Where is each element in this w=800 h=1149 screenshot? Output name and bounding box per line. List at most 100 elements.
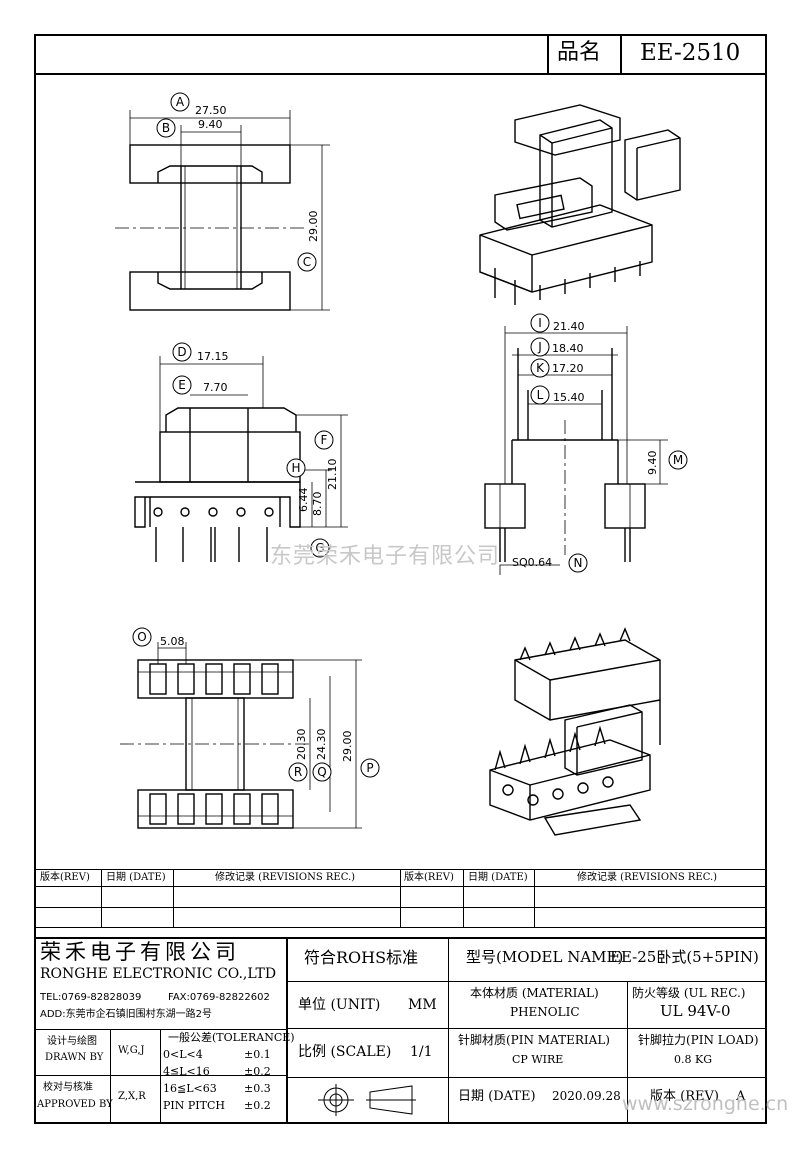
callout-B: B	[156, 118, 176, 138]
titleblock-top-line	[34, 937, 767, 939]
svg-text:N: N	[574, 556, 583, 570]
watermark-corner: www.szronghe.cn	[622, 1093, 789, 1115]
dim-Q-value: 24.30	[315, 729, 328, 761]
drawn-label-en: DRAWN BY	[45, 1052, 104, 1063]
view-front	[134, 356, 348, 562]
callout-F: F	[314, 430, 334, 450]
drawn-label-cn: 设计与绘图	[47, 1036, 97, 1047]
dim-P-value: 29.00	[341, 731, 354, 763]
tb-line-2	[286, 1028, 767, 1029]
callout-H: H	[286, 458, 306, 478]
pin-load-label: 针脚拉力(PIN LOAD)	[638, 1033, 759, 1047]
approved-label-en: APPROVED BY	[37, 1099, 113, 1110]
dim-I-value: 21.40	[553, 320, 585, 333]
dim-K-value: 17.20	[552, 362, 584, 375]
callout-M: M	[668, 450, 688, 470]
company-address: ADD:东莞市企石镇旧围村东湖一路2号	[40, 1009, 212, 1020]
record-header-right: 修改记录 (REVISIONS REC.)	[577, 872, 718, 883]
unit-label: 单位 (UNIT)	[298, 997, 381, 1013]
rev-col-1	[101, 869, 102, 927]
technical-drawing: 27.50 9.40 29.00 17.15 7.70 21.10 6.44 8…	[115, 92, 688, 836]
callout-G: G	[310, 538, 330, 558]
view-iso-bottom	[489, 627, 661, 836]
rev-col-3	[400, 869, 401, 927]
view-side	[484, 326, 668, 575]
dim-O-value: 5.08	[160, 635, 185, 648]
callout-P: P	[360, 758, 380, 778]
watermark-center: 东莞荣禾电子有限公司	[270, 544, 501, 569]
svg-text:F: F	[321, 433, 328, 447]
svg-text:R: R	[294, 765, 302, 779]
view-top	[115, 110, 330, 311]
svg-text:J: J	[537, 340, 542, 354]
callout-R: R	[288, 762, 308, 782]
tolerance-range-1: 0<L<4	[163, 1048, 203, 1061]
dim-J-value: 18.40	[552, 342, 584, 355]
version-label: 版本 (REV)	[650, 1089, 719, 1104]
callout-J: J	[530, 337, 550, 357]
dim-N-value: SQ0.64	[512, 556, 552, 569]
svg-text:D: D	[177, 345, 186, 359]
titleblock-col-c	[627, 981, 628, 1077]
rev-header-left: 版本(REV)	[40, 872, 90, 883]
scale-label: 比例 (SCALE)	[298, 1044, 392, 1060]
company-name-cn: 荣禾电子有限公司	[40, 940, 240, 964]
callout-Q: Q	[312, 762, 332, 782]
tb-left-col-2	[160, 1029, 161, 1124]
dim-R-value: 20.30	[295, 729, 308, 761]
company-fax: FAX:0769-82822602	[168, 992, 270, 1003]
version-value: A	[736, 1089, 746, 1104]
dim-B-value: 9.40	[198, 118, 223, 131]
date-value: 2020.09.28	[552, 1089, 621, 1103]
svg-text:B: B	[162, 121, 170, 135]
svg-text:I: I	[538, 316, 542, 330]
pin-load-value: 0.8 KG	[674, 1053, 712, 1066]
callout-N: N	[568, 553, 588, 573]
svg-text:E: E	[178, 378, 186, 392]
svg-text:O: O	[137, 630, 146, 644]
callout-I: I	[530, 313, 550, 333]
model-value: EE-25卧式(5+5PIN)	[610, 948, 759, 966]
tolerance-title: 一般公差(TOLERANCE)	[168, 1031, 295, 1044]
date-header-right: 日期 (DATE)	[468, 872, 528, 883]
callout-D: D	[172, 342, 192, 362]
product-label: 品名	[557, 40, 602, 65]
projection-symbol	[318, 1084, 416, 1116]
tolerance-range-2: 4≦L<16	[163, 1065, 210, 1078]
dimension-labels: 27.50 9.40 29.00 17.15 7.70 21.10 6.44 8…	[160, 104, 659, 762]
tb-line-3	[286, 1077, 767, 1078]
rev-col-4	[463, 869, 464, 927]
fire-value: UL 94V-0	[660, 1002, 731, 1020]
drawing-frame	[34, 34, 767, 1124]
callout-O: O	[132, 627, 152, 647]
svg-text:H: H	[291, 461, 300, 475]
svg-text:L: L	[537, 388, 544, 402]
svg-text:P: P	[366, 761, 373, 775]
product-code: EE-2510	[640, 40, 741, 66]
rev-bottom-line	[34, 927, 767, 928]
approved-value: Z,X,R	[118, 1091, 146, 1102]
svg-text:C: C	[303, 255, 311, 269]
view-bottom	[120, 642, 362, 829]
dim-F-value: 21.10	[326, 459, 339, 491]
dim-A-value: 27.50	[195, 104, 227, 117]
scale-value: 1/1	[410, 1044, 433, 1060]
callout-K: K	[530, 358, 550, 378]
company-tel: TEL:0769-82828039	[40, 992, 142, 1003]
tolerance-value-2: ±0.2	[244, 1065, 271, 1078]
pin-material-label: 针脚材质(PIN MATERIAL)	[458, 1033, 610, 1047]
tolerance-value-3: ±0.3	[244, 1082, 271, 1095]
svg-text:Q: Q	[317, 765, 326, 779]
tolerance-range-3: 16≦L<63	[163, 1082, 217, 1095]
svg-text:A: A	[176, 95, 185, 109]
titleblock-col-c2	[627, 1077, 628, 1124]
callout-A: A	[170, 92, 190, 112]
header-divider-2	[620, 34, 622, 74]
drawing-lines	[115, 104, 681, 836]
rev-col-5	[534, 869, 535, 927]
tolerance-range-4: PIN PITCH	[163, 1099, 225, 1112]
dim-E-value: 7.70	[203, 381, 228, 394]
header-bottom-line	[34, 73, 767, 75]
callout-E: E	[172, 375, 192, 395]
callout-letters: A B C D E F G H I J K L M N O P Q R	[132, 92, 688, 782]
